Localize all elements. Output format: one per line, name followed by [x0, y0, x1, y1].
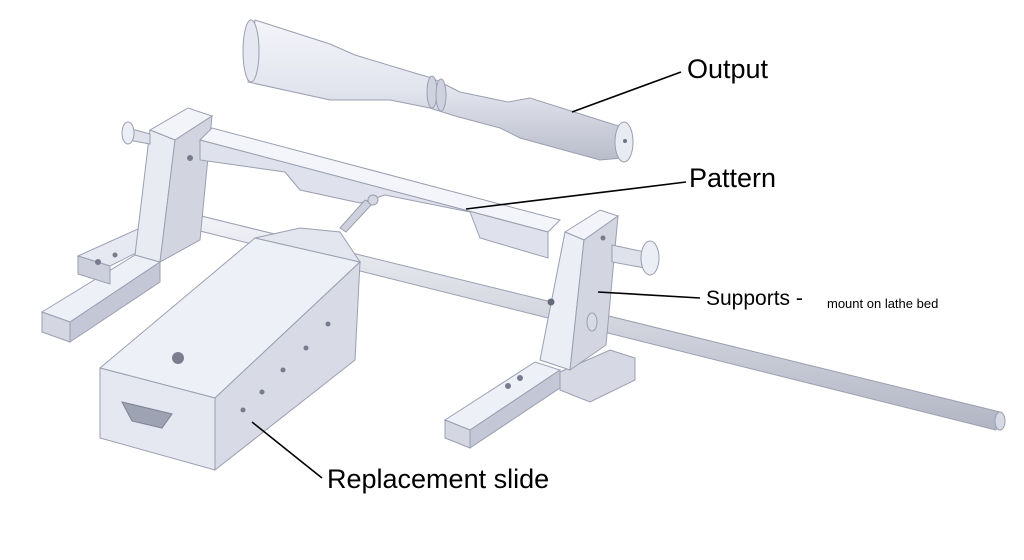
output-label: Output — [687, 54, 769, 84]
pattern-bar — [199, 127, 561, 259]
supports-label: Supports - — [706, 287, 803, 310]
pattern-label: Pattern — [689, 163, 777, 193]
supports-leader-line — [597, 291, 701, 299]
output-part — [242, 19, 634, 163]
output-leader-line — [571, 71, 682, 113]
replacement-slide — [98, 227, 362, 472]
replacement-slide-label: Replacement slide — [327, 464, 550, 494]
pattern-leader-line — [465, 181, 687, 210]
left-support — [40, 107, 214, 343]
slide-leader-line — [251, 421, 323, 479]
right-support — [443, 209, 660, 449]
supports-note: mount on lathe bed — [827, 296, 939, 311]
